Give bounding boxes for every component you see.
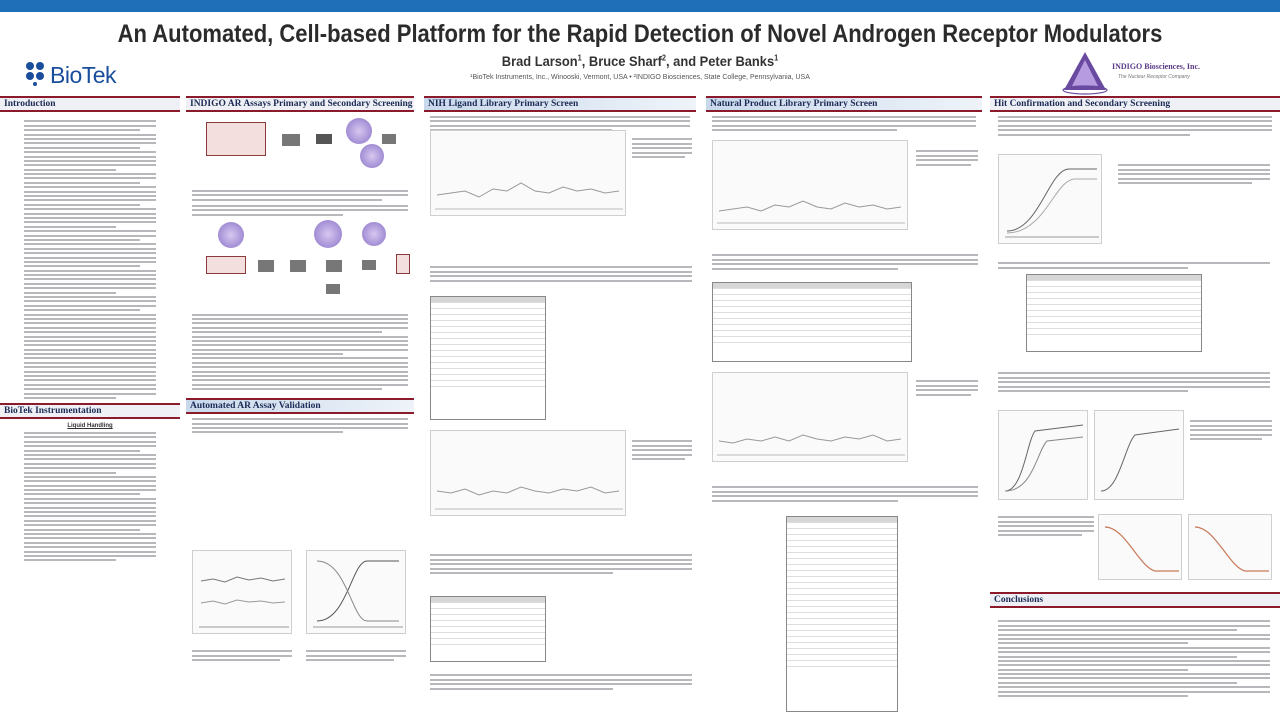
validation-caption-1 <box>192 648 292 664</box>
hit-curves-chart-1 <box>998 410 1088 500</box>
nih-text-4 <box>430 672 692 692</box>
column-2: INDIGO AR Assays Primary and Secondary S… <box>186 96 414 662</box>
section-title: INDIGO AR Assays Primary and Secondary S… <box>190 99 413 109</box>
section-title: Automated AR Assay Validation <box>190 401 321 412</box>
hit-dose-response-chart <box>998 154 1102 244</box>
assay-caption-1 <box>186 190 414 201</box>
section-header-hit-confirmation: Hit Confirmation and Secondary Screening <box>990 96 1280 112</box>
natural-intro-text <box>706 116 982 132</box>
natural-text-3 <box>712 484 978 504</box>
nih-intro-text <box>424 116 696 132</box>
assay-diagram-1 <box>186 116 414 186</box>
hit-text-2 <box>998 260 1270 271</box>
validation-text <box>186 418 414 434</box>
natural-hit-table-1 <box>712 282 912 362</box>
hit-inhibition-chart-1 <box>1098 514 1182 580</box>
biotek-logo-text: BioTek <box>50 62 117 88</box>
conclusions-text <box>998 618 1270 699</box>
hit-caption-2 <box>1190 418 1272 442</box>
natural-caption-1 <box>916 148 978 168</box>
column-5: Hit Confirmation and Secondary Screening <box>990 96 1280 698</box>
indigo-logo-tagline: The Nuclear Receptor Company <box>1118 74 1190 80</box>
poster-affiliations: ¹BioTek Instruments, Inc., Winooski, Ver… <box>470 74 810 81</box>
validation-caption-2 <box>306 648 406 664</box>
biotek-logo: BioTek <box>24 60 124 90</box>
indigo-logo-text: INDIGO Biosciences, Inc. <box>1112 62 1200 71</box>
hit-caption-1 <box>1118 162 1270 186</box>
biotek-dots-icon <box>26 62 44 86</box>
nih-caption-1 <box>632 136 692 160</box>
author-3-affil: 1 <box>774 53 779 63</box>
validation-chart-1 <box>192 550 292 634</box>
section-header-instrumentation: BioTek Instrumentation <box>0 403 180 419</box>
poster-title: An Automated, Cell-based Platform for th… <box>117 20 1163 48</box>
hit-caption-3 <box>998 514 1094 538</box>
instrumentation-text: Liquid Handling <box>0 423 180 562</box>
section-header-validation: Automated AR Assay Validation <box>186 398 414 415</box>
assay-caption-2 <box>186 313 414 391</box>
section-header-introduction: Introduction <box>0 96 180 112</box>
author-2-affil: 2 <box>661 53 667 63</box>
column-1: Introduction BioTek Instrumentation Liqu… <box>0 96 180 564</box>
hit-summary-table <box>1026 274 1202 352</box>
section-header-conclusions: Conclusions <box>990 592 1280 608</box>
author-1-affil: 1 <box>577 53 582 63</box>
nih-text-2 <box>430 264 692 284</box>
column-4: Natural Product Library Primary Screen <box>706 96 982 712</box>
poster-authors: Brad Larson1, Bruce Sharf2, and Peter Ba… <box>501 53 779 69</box>
nih-text-3 <box>430 552 692 576</box>
indigo-pyramid-icon <box>1062 52 1108 95</box>
section-title: Conclusions <box>994 595 1044 605</box>
assay-diagram-2 <box>186 219 414 310</box>
natural-screen-chart-2 <box>712 372 908 462</box>
nih-caption-2 <box>632 438 692 462</box>
author-1: Brad Larson <box>501 53 578 69</box>
hit-confirmation-text <box>990 116 1280 136</box>
introduction-text <box>0 116 180 399</box>
hit-inhibition-chart-2 <box>1188 514 1272 580</box>
assay-text-1 <box>186 204 414 216</box>
nih-screen-chart-1 <box>430 130 626 216</box>
section-header-natural-product: Natural Product Library Primary Screen <box>706 96 982 112</box>
validation-chart-2 <box>306 550 406 634</box>
column-3: NIH Ligand Library Primary Screen <box>424 96 696 690</box>
natural-screen-chart-1 <box>712 140 908 230</box>
top-color-bar <box>0 0 1280 12</box>
section-header-nih-library: NIH Ligand Library Primary Screen <box>424 96 696 112</box>
section-title: NIH Ligand Library Primary Screen <box>428 99 579 109</box>
natural-text-2 <box>712 252 978 272</box>
author-2: Bruce Sharf <box>588 53 662 69</box>
section-title: Introduction <box>4 99 56 109</box>
section-title: BioTek Instrumentation <box>4 406 102 416</box>
indigo-logo: INDIGO Biosciences, Inc. The Nuclear Rec… <box>1062 50 1252 96</box>
hit-text-3 <box>998 370 1270 394</box>
natural-hit-table-2 <box>786 516 898 712</box>
nih-screen-chart-2 <box>430 430 626 516</box>
instrumentation-subhead: Liquid Handling <box>67 423 113 429</box>
nih-hit-table-2 <box>430 596 546 662</box>
natural-caption-2 <box>916 378 978 398</box>
section-title: Natural Product Library Primary Screen <box>710 99 878 109</box>
section-title: Hit Confirmation and Secondary Screening <box>994 99 1171 109</box>
nih-hit-table-1 <box>430 296 546 420</box>
hit-curves-chart-2 <box>1094 410 1184 500</box>
author-3: Peter Banks <box>699 53 775 69</box>
section-header-indigo-assay: INDIGO AR Assays Primary and Secondary S… <box>186 96 414 112</box>
